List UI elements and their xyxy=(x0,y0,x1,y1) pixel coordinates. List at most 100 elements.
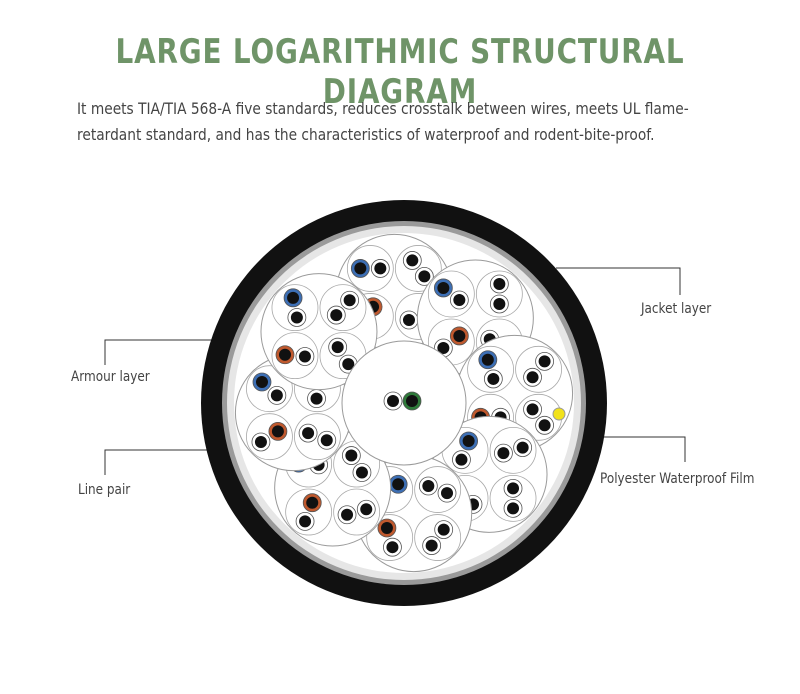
conductor-core xyxy=(354,262,367,275)
conductor-core xyxy=(330,309,343,322)
conductor-core xyxy=(298,350,311,363)
conductor-core xyxy=(507,482,520,495)
label-armour-layer: Armour layer xyxy=(71,369,150,385)
conductor-core xyxy=(487,372,500,385)
line-pair xyxy=(515,345,562,393)
line-pair xyxy=(414,514,462,561)
conductor-core xyxy=(507,502,520,515)
conductor-core xyxy=(254,435,267,448)
conductor-core xyxy=(516,441,529,454)
conductor-core xyxy=(493,277,506,290)
line-pair xyxy=(489,474,537,522)
conductor-core xyxy=(418,270,431,283)
conductor-core xyxy=(290,311,303,324)
ripcord xyxy=(552,407,566,421)
conductor-core xyxy=(455,453,468,466)
conductor-core xyxy=(342,358,355,371)
conductor-core xyxy=(497,447,510,460)
line-pair xyxy=(246,365,293,413)
leader-jacket xyxy=(556,267,681,295)
line-pair xyxy=(333,488,381,536)
pair-outline xyxy=(489,474,537,522)
conductor-core xyxy=(380,521,393,534)
line-pair xyxy=(427,270,475,318)
conductor-core xyxy=(392,478,405,491)
conductor-core xyxy=(374,262,387,275)
label-jacket-layer: Jacket layer xyxy=(641,301,712,317)
conductor-core xyxy=(287,291,300,304)
conductor-core xyxy=(271,425,284,438)
description-line-2: retardant standard, and has the characte… xyxy=(77,125,655,144)
cable-cross-section xyxy=(201,200,607,606)
center-pair xyxy=(383,391,422,411)
conductor-core xyxy=(345,449,358,462)
conductor-core xyxy=(402,314,415,327)
conductor-core xyxy=(526,371,539,384)
line-pair xyxy=(414,466,462,513)
line-pair xyxy=(467,345,514,393)
conductor-core xyxy=(386,541,399,554)
label-polyester-film: Polyester Waterproof Film xyxy=(600,471,755,487)
leader-line-pair xyxy=(104,449,252,475)
line-pair xyxy=(475,270,523,318)
line-pair xyxy=(294,413,341,461)
conductor-core xyxy=(437,281,450,294)
conductor-core xyxy=(299,515,312,528)
pair-outline xyxy=(346,245,394,292)
pair-outline xyxy=(271,284,319,332)
line-pair xyxy=(394,245,442,292)
line-pair xyxy=(271,332,319,380)
line-pair xyxy=(346,245,394,292)
line-pair xyxy=(271,284,319,332)
conductor-core xyxy=(493,297,506,310)
center-conductor-core xyxy=(387,395,399,407)
leader-lines xyxy=(104,267,686,475)
bundle-8 xyxy=(260,273,378,391)
pair-bundles xyxy=(234,233,574,573)
leader-armour xyxy=(104,339,235,365)
conductor-core xyxy=(279,348,292,361)
pair-outline xyxy=(319,284,367,332)
conductor-core xyxy=(538,419,551,432)
conductor-core xyxy=(538,355,551,368)
conductor-core xyxy=(270,389,283,402)
pair-outline xyxy=(427,270,475,318)
conductor-core xyxy=(306,496,319,509)
conductor-core xyxy=(355,466,368,479)
pair-outline xyxy=(475,270,523,318)
line-pair xyxy=(366,514,414,561)
line-pair xyxy=(515,393,562,441)
conductor-core xyxy=(462,435,475,448)
conductor-core xyxy=(360,503,373,516)
conductor-core xyxy=(453,293,466,306)
center-conductor-core xyxy=(406,395,418,407)
pair-outline xyxy=(414,514,462,561)
description: It meets TIA/TIA 568-A five standards, r… xyxy=(77,96,777,148)
conductor-core xyxy=(302,427,315,440)
description-line-1: It meets TIA/TIA 568-A five standards, r… xyxy=(77,99,689,118)
conductor-core xyxy=(437,341,450,354)
conductor-core xyxy=(526,403,539,416)
page-title: LARGE LOGARITHMIC STRUCTURAL DIAGRAM xyxy=(115,32,685,112)
conductor-core xyxy=(320,434,333,447)
leader-film xyxy=(565,436,686,462)
conductor-core xyxy=(425,539,438,552)
line-pair xyxy=(319,284,367,332)
conductor-core xyxy=(441,487,454,500)
pair-outline xyxy=(271,332,319,380)
conductor-core xyxy=(422,479,435,492)
conductor-core xyxy=(481,353,494,366)
conductor-core xyxy=(341,508,354,521)
conductor-core xyxy=(331,341,344,354)
conductor-core xyxy=(453,329,466,342)
conductor-core xyxy=(343,294,356,307)
label-line-pair: Line pair xyxy=(78,482,131,498)
conductor-core xyxy=(255,375,268,388)
conductor-core xyxy=(310,392,323,405)
pair-outline xyxy=(515,345,562,393)
line-pair xyxy=(285,488,333,536)
conductor-core xyxy=(406,254,419,267)
line-pair xyxy=(489,426,537,474)
conductor-core xyxy=(437,523,450,536)
